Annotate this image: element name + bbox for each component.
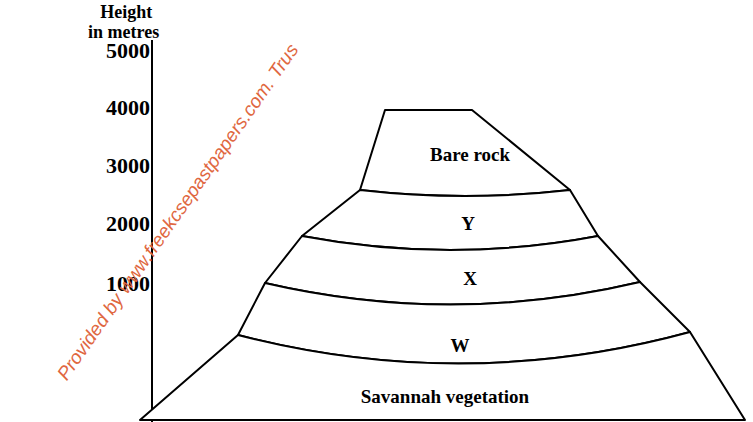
zone-outline <box>302 190 598 250</box>
vegetation-zone: Bare rock <box>358 108 572 198</box>
zone-label: X <box>463 268 477 290</box>
zone-label: Bare rock <box>430 144 510 166</box>
height-value: 2000 <box>106 212 150 236</box>
zone-label: W <box>451 335 470 357</box>
height-value: 5000 <box>106 39 150 63</box>
zone-label: Y <box>461 213 475 235</box>
height-value: 4000 <box>106 96 150 120</box>
zone-outline <box>138 330 747 422</box>
height-value: 3000 <box>106 154 150 178</box>
axis-title: Height in metres <box>88 2 162 42</box>
vegetation-zone: Savannah vegetation <box>138 330 747 422</box>
zone-outline <box>360 110 570 196</box>
zone-label: Savannah vegetation <box>361 386 529 408</box>
zone-outline <box>140 332 745 420</box>
